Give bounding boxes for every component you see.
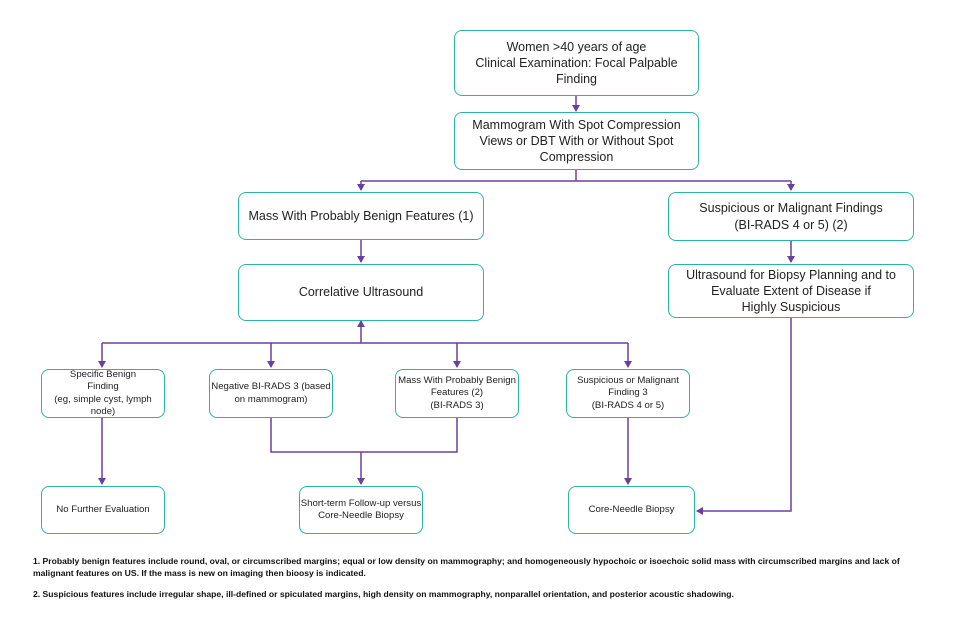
node-short-term-follow-up: Short-term Follow-up versus Core-Needle …	[299, 486, 423, 534]
node-core-needle-biopsy: Core-Needle Biopsy	[568, 486, 695, 534]
node-suspicious-finding3: Suspicious or Malignant Finding 3 (BI-RA…	[566, 369, 690, 418]
node-start: Women >40 years of age Clinical Examinat…	[454, 30, 699, 96]
node-no-further-evaluation: No Further Evaluation	[41, 486, 165, 534]
node-negative-birads3: Negative BI-RADS 3 (based on mammogram)	[209, 369, 333, 418]
arrow-us-planning-to-core-needle	[696, 318, 792, 515]
footnote-2: 2. Suspicious features include irregular…	[33, 589, 734, 599]
node-benign-features: Mass With Probably Benign Features (1)	[238, 192, 484, 240]
node-mass-probably-benign: Mass With Probably Benign Features (2) (…	[395, 369, 519, 418]
node-suspicious-findings: Suspicious or Malignant Findings (BI-RAD…	[668, 192, 914, 241]
node-specific-benign: Specific Benign Finding (eg, simple cyst…	[41, 369, 165, 418]
node-correlative-ultrasound: Correlative Ultrasound	[238, 264, 484, 321]
arrow-merge-to-short-term	[270, 418, 458, 453]
footnote-1: 1. Probably benign features include roun…	[33, 556, 900, 578]
node-mammogram: Mammogram With Spot Compression Views or…	[454, 112, 699, 170]
node-us-biopsy-planning: Ultrasound for Biopsy Planning and to Ev…	[668, 264, 914, 318]
